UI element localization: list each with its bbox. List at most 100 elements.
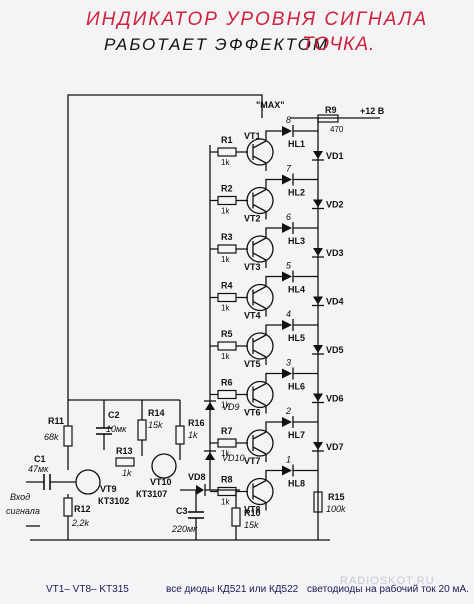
stage-resistor-value: 1k (221, 352, 230, 361)
r14-name: R14 (148, 408, 165, 418)
stage-resistor-name: R8 (221, 475, 233, 485)
stage-chain-diode (313, 151, 323, 159)
stage-resistor-value: 1k (221, 304, 230, 313)
stage-chain-diode-name: VD5 (326, 345, 344, 355)
watermark: RADIOSKOT.RU (340, 575, 435, 587)
max-label: "MAX" (256, 100, 285, 110)
r13-resistor (115, 457, 135, 467)
stage-number: 3 (286, 358, 291, 368)
r13-value: 1k (122, 468, 132, 478)
stage-resistor (217, 195, 237, 206)
stage-transistor (246, 186, 274, 215)
stage-resistor (217, 244, 237, 254)
r11-resistor (63, 425, 73, 447)
r16-value: 1k (188, 430, 198, 440)
stage-number: 2 (285, 406, 291, 416)
stage-resistor-value: 1k (221, 255, 230, 264)
stage-transistor-name: VT4 (244, 311, 261, 321)
stage-resistor-name: R1 (221, 135, 233, 145)
vd9-diode (204, 400, 216, 410)
stage-led (282, 368, 292, 379)
stage-resistor-value: 1k (221, 401, 230, 410)
vt9-type: КТ3102 (98, 496, 129, 506)
stage-led (282, 126, 292, 136)
stage-resistor-value: 1k (221, 498, 230, 507)
r9-name: R9 (325, 105, 337, 115)
vt9-name: VT9 (100, 484, 117, 494)
caption-transistors: VT1– VT8– KT315 (46, 584, 129, 595)
stage-resistor-name: R5 (221, 329, 233, 339)
stage-chain-diode (313, 442, 323, 450)
stage-chain-diode-name: VD1 (326, 151, 344, 161)
stage-resistor-value: 1k (221, 449, 230, 458)
stage-transistor-name: VT3 (244, 262, 261, 272)
stage-led (282, 417, 292, 427)
stage-transistor (246, 283, 274, 312)
stage-resistor (217, 389, 237, 400)
feedback-wire (67, 94, 263, 400)
stage-led (282, 271, 292, 282)
stage-transistor (246, 477, 274, 506)
stage-led (282, 320, 292, 330)
stage-transistor (246, 235, 274, 263)
stage-resistor-value: 1k (221, 207, 230, 216)
title-line-1: ИНДИКАТОР УРОВНЯ СИГНАЛА (86, 9, 428, 30)
title-line-2b: ТОЧКА. (302, 34, 375, 55)
stage-led-name: HL2 (288, 188, 305, 198)
stage-led-name: HL1 (288, 139, 305, 149)
stage-resistor-name: R2 (221, 184, 233, 194)
c2-value: 10мк (106, 424, 127, 434)
vt10-transistor (151, 453, 177, 479)
stage-chain-diode-name: VD3 (326, 248, 344, 258)
r9-value: 470 (330, 125, 344, 134)
stage-resistor (217, 292, 237, 303)
r16-name: R16 (188, 418, 205, 428)
stages-group: R11kVT1HL18VD1R21kVT2HL27VD2R31kVT3HL36V… (210, 115, 344, 515)
stage-led-name: HL7 (288, 430, 305, 440)
stage-led-name: HL6 (288, 382, 305, 392)
stage-led (282, 465, 292, 476)
r14-resistor (137, 419, 147, 441)
stage-number: 6 (286, 212, 291, 222)
stage-led-name: HL3 (288, 236, 305, 246)
r11-value: 68k (44, 432, 59, 442)
stage-led-name: HL4 (288, 285, 305, 295)
input-label-1: Вход (10, 492, 30, 502)
stage-resistor (217, 438, 237, 448)
stage-chain-diode (313, 345, 323, 353)
stage-chain-diode-name: VD4 (326, 297, 344, 307)
stage-transistor-name: VT5 (244, 359, 261, 369)
vt9-transistor (75, 469, 101, 495)
c1-name: C1 (34, 454, 46, 464)
r12-value: 2,2k (71, 518, 90, 528)
caption-leds: светодиоды на рабочий ток 20 мА. (307, 583, 469, 595)
r12-resistor (63, 497, 73, 517)
vt10-name: VT10 (150, 477, 172, 487)
stage-transistor (246, 138, 274, 166)
stage-transistor (246, 332, 274, 360)
stage-transistor (246, 429, 274, 457)
r15-value: 100k (326, 504, 346, 514)
stage-transistor-name: VT7 (244, 456, 261, 466)
stage-resistor-value: 1k (221, 158, 230, 167)
c3-value: 220мк (171, 524, 198, 534)
c2-name: C2 (108, 410, 120, 420)
vd10-diode (204, 450, 216, 460)
r16-resistor (175, 425, 185, 445)
caption-diodes: все диоды КД521 или КД522 (166, 584, 299, 595)
vd9-label: VD9 (222, 402, 240, 412)
c1-value: 47мк (28, 464, 49, 474)
r11-name: R11 (48, 416, 64, 426)
stage-transistor (246, 380, 274, 409)
stage-number: 4 (286, 309, 291, 319)
c3-name: C3 (176, 506, 188, 516)
stage-chain-diode (313, 199, 323, 208)
